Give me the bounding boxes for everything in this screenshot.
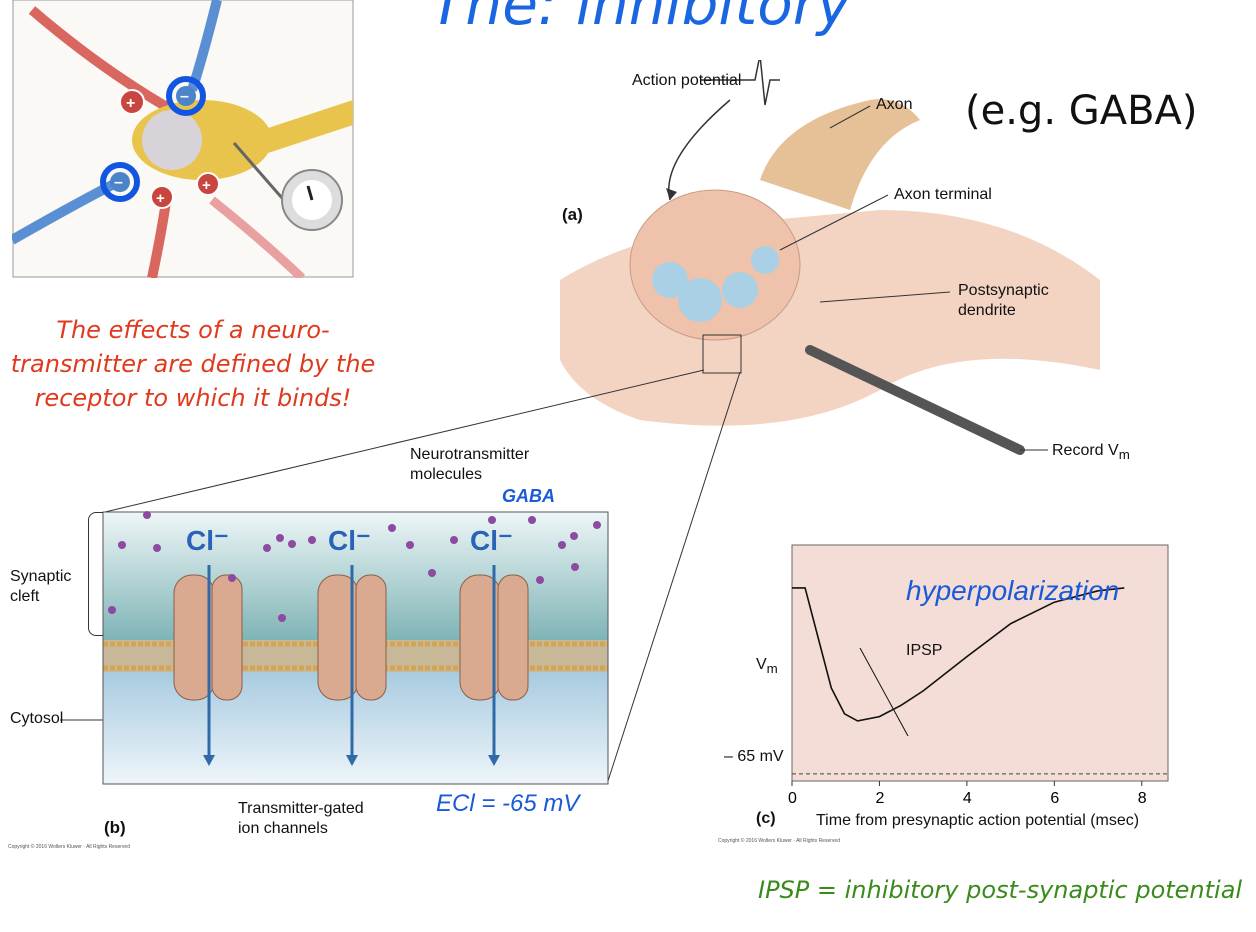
label-cytosol: Cytosol bbox=[10, 710, 64, 727]
x-tick-label: 0 bbox=[788, 790, 797, 807]
cl-ion-3: Cl⁻ bbox=[470, 525, 513, 556]
label-ion-channels: ion channels bbox=[238, 820, 328, 837]
x-tick-label: 6 bbox=[1050, 790, 1059, 807]
x-axis-label: Time from presynaptic action potential (… bbox=[816, 812, 1140, 829]
label-synaptic: Synaptic bbox=[10, 568, 72, 585]
label-dendrite: dendrite bbox=[958, 302, 1016, 319]
copyright-b: Copyright © 2016 Wolters Kluwer · All Ri… bbox=[8, 844, 130, 850]
y-label-65mv: – 65 mV bbox=[724, 748, 784, 765]
label-neurotransmitter: Neurotransmitter bbox=[410, 446, 530, 463]
y-label-vm: Vm bbox=[756, 656, 778, 677]
cl-ion-2: Cl⁻ bbox=[328, 525, 371, 556]
svg-text:+: + bbox=[156, 190, 165, 207]
neuron-illustration: + – – + + bbox=[12, 0, 354, 278]
svg-text:+: + bbox=[202, 177, 211, 194]
copyright-c: Copyright © 2016 Wolters Kluwer · All Ri… bbox=[718, 838, 840, 844]
ipsp-chart: 0 2 4 6 8 bbox=[788, 544, 1169, 807]
x-tick-label: 2 bbox=[875, 790, 884, 807]
x-tick-label: 4 bbox=[963, 790, 972, 807]
label-record-vm: Record Vm bbox=[1052, 442, 1130, 463]
cleft-bracket bbox=[88, 512, 103, 636]
channel-diagram bbox=[102, 511, 609, 785]
label-axon-terminal: Axon terminal bbox=[894, 186, 992, 203]
label-molecules: molecules bbox=[410, 466, 483, 483]
ipsp-trace bbox=[792, 587, 1125, 722]
label-action-potential: Action potential bbox=[632, 72, 742, 89]
slide-title: The: inhibitory bbox=[430, 0, 851, 38]
x-tick-label: 8 bbox=[1138, 790, 1147, 807]
panel-a-label: (a) bbox=[562, 205, 583, 224]
cl-ion-1: Cl⁻ bbox=[186, 525, 229, 556]
panel-c-label: (c) bbox=[756, 810, 776, 827]
plot-area bbox=[791, 544, 1169, 782]
svg-text:–: – bbox=[180, 88, 189, 105]
label-transmitter-gated: Transmitter-gated bbox=[238, 800, 364, 817]
ipsp-definition: IPSP = inhibitory post-synaptic potentia… bbox=[758, 876, 1243, 904]
label-cleft: cleft bbox=[10, 588, 40, 605]
example-text: (e.g. GABA) bbox=[965, 88, 1198, 134]
ecl-value: ECl = -65 mV bbox=[436, 790, 580, 817]
ipsp-label: IPSP bbox=[906, 642, 943, 659]
effects-caption: The effects of a neuro-transmitter are d… bbox=[10, 316, 376, 412]
svg-text:–: – bbox=[114, 174, 123, 191]
label-postsynaptic: Postsynaptic bbox=[958, 282, 1049, 299]
ipsp-leader bbox=[859, 647, 909, 737]
label-gaba: GABA bbox=[502, 486, 555, 506]
label-axon: Axon bbox=[876, 96, 913, 113]
hyperpolarization-annotation: hyperpolarization bbox=[906, 575, 1120, 606]
svg-text:+: + bbox=[126, 95, 135, 112]
panel-b-label: (b) bbox=[104, 818, 126, 837]
